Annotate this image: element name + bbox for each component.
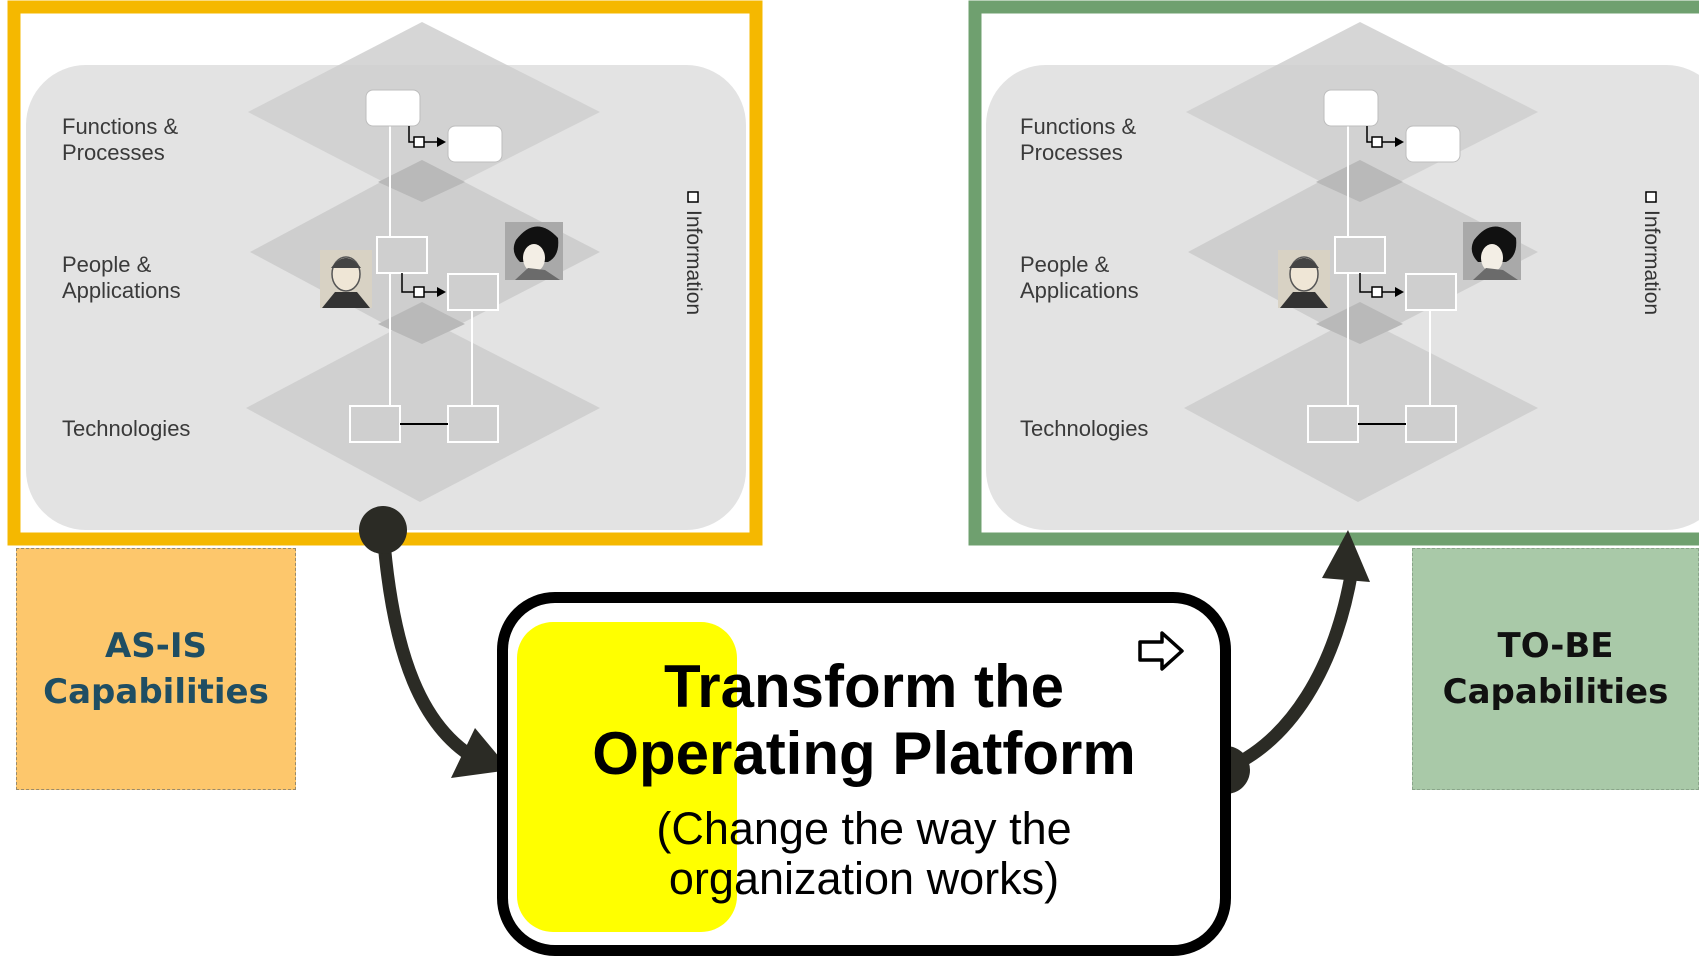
application-box (1405, 273, 1457, 311)
as-is-capabilities-box: AS-IS Capabilities (16, 548, 296, 790)
functions-processes-label: Functions & Processes (62, 114, 179, 165)
technology-layer-plane (1184, 316, 1538, 502)
application-box (1334, 236, 1386, 274)
connector-start-dot (359, 506, 407, 554)
process-box (447, 125, 503, 163)
people-applications-label: People & Applications (62, 252, 181, 303)
technology-box (447, 405, 499, 443)
to-be-layers-diagram (968, 0, 1699, 546)
connector-arrowhead (1322, 530, 1370, 582)
transform-platform-box: Transform the Operating Platform (Change… (497, 592, 1231, 956)
people-applications-label: People & Applications (1020, 252, 1139, 303)
process-box (1405, 125, 1461, 163)
as-is-panel-frame: Functions & Processes People & Applicati… (0, 0, 770, 550)
capabilities-label: Capabilities (43, 672, 269, 712)
outline-right-arrow-icon (1138, 631, 1184, 671)
process-box (365, 89, 421, 127)
person-portrait-icon (320, 250, 372, 308)
connector-arrowhead (451, 728, 510, 778)
information-icon (687, 191, 699, 203)
to-be-panel-frame: Functions & Processes People & Applicati… (960, 0, 1699, 550)
transform-title-line1: Transform the (663, 653, 1065, 720)
information-label: Information (682, 210, 705, 316)
functions-processes-label: Functions & Processes (1020, 114, 1137, 165)
information-icon (1645, 191, 1657, 203)
information-label: Information (1640, 210, 1663, 316)
to-be-capabilities-box: TO-BE Capabilities (1412, 548, 1699, 790)
transform-subtitle-line2: organization works) (668, 853, 1060, 904)
as-is-label: AS-IS (104, 626, 208, 666)
process-box (1323, 89, 1379, 127)
technology-layer-plane (246, 316, 600, 502)
transform-subtitle-line1: (Change the way the (656, 803, 1072, 854)
technologies-label: Technologies (62, 416, 191, 441)
transform-to-to-be-connector (1225, 568, 1359, 774)
highlight-block (517, 622, 737, 932)
person-portrait-icon (1463, 222, 1521, 280)
as-is-to-transform-connector (376, 529, 491, 771)
technology-box (1307, 405, 1359, 443)
functions-layer-plane (248, 22, 600, 202)
as-is-layers-diagram (7, 0, 763, 546)
person-portrait-icon (1278, 250, 1330, 308)
person-portrait-icon (505, 222, 563, 280)
application-box (447, 273, 499, 311)
to-be-label: TO-BE (1497, 626, 1614, 666)
transform-title-line2: Operating Platform (592, 720, 1136, 787)
technologies-label: Technologies (1020, 416, 1149, 441)
technology-box (349, 405, 401, 443)
capabilities-label: Capabilities (1442, 672, 1669, 712)
